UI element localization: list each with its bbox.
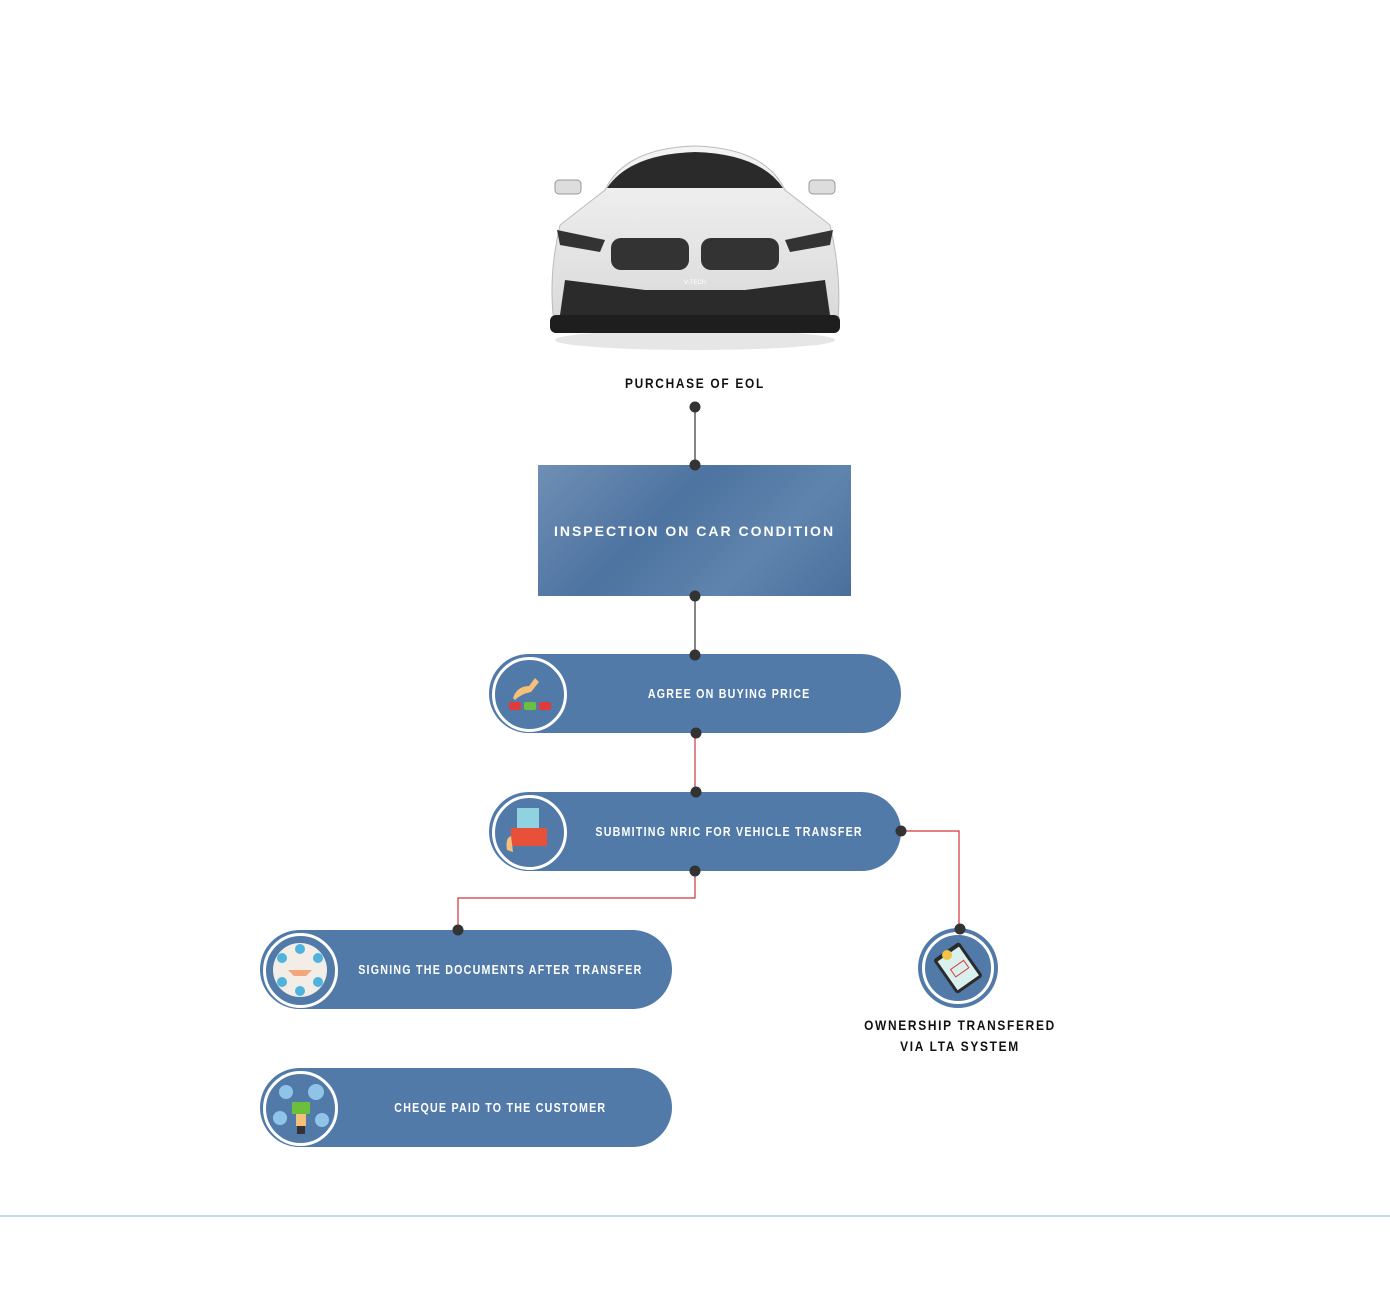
step-purchase-label: PURCHASE OF EOL (625, 375, 765, 391)
ownership-icon-circle (918, 928, 998, 1008)
connector-dot (689, 459, 701, 471)
ownership-label-line2: VIA LTA SYSTEM (900, 1038, 1020, 1054)
connector-dot (689, 649, 701, 661)
ownership-label: OWNERSHIP TRANSFERED VIA LTA SYSTEM (858, 1015, 1062, 1057)
car-plate-text: V-TECH (684, 280, 706, 286)
connector-dot (689, 401, 701, 413)
step-signing-label: SIGNING THE DOCUMENTS AFTER TRANSFER (357, 962, 643, 977)
step-signing-pill: SIGNING THE DOCUMENTS AFTER TRANSFER (260, 930, 672, 1009)
car-price-icon (492, 657, 567, 732)
money-hand-icon (263, 1071, 338, 1146)
step-inspection-label: INSPECTION ON CAR CONDITION (553, 522, 836, 539)
ownership-label-line1: OWNERSHIP TRANSFERED (864, 1017, 1056, 1033)
connector-dot (895, 825, 907, 837)
step-cheque-pill: CHEQUE PAID TO THE CUSTOMER (260, 1068, 672, 1147)
clipboard-certificate-icon (922, 932, 994, 1004)
connector-dot (689, 590, 701, 602)
connector-dot (690, 727, 702, 739)
step-cheque-label: CHEQUE PAID TO THE CUSTOMER (393, 1100, 607, 1115)
step-agree-label: AGREE ON BUYING PRICE (647, 686, 811, 701)
connector-dot (954, 923, 966, 935)
step-inspection-box: INSPECTION ON CAR CONDITION (538, 465, 851, 596)
connector-dot (690, 786, 702, 798)
connector-submit-ownership (901, 830, 960, 930)
connector-dot (689, 865, 701, 877)
document-submit-icon (492, 795, 567, 870)
step-agree-pill: AGREE ON BUYING PRICE (489, 654, 901, 733)
step-submit-label: SUBMITING NRIC FOR VEHICLE TRANSFER (595, 824, 863, 839)
handshake-icon (263, 933, 338, 1008)
step-submit-pill: SUBMITING NRIC FOR VEHICLE TRANSFER (489, 792, 901, 871)
car-image: V-TECH (550, 145, 840, 350)
connector-submit-signing (457, 871, 696, 930)
connector-dot (452, 924, 464, 936)
